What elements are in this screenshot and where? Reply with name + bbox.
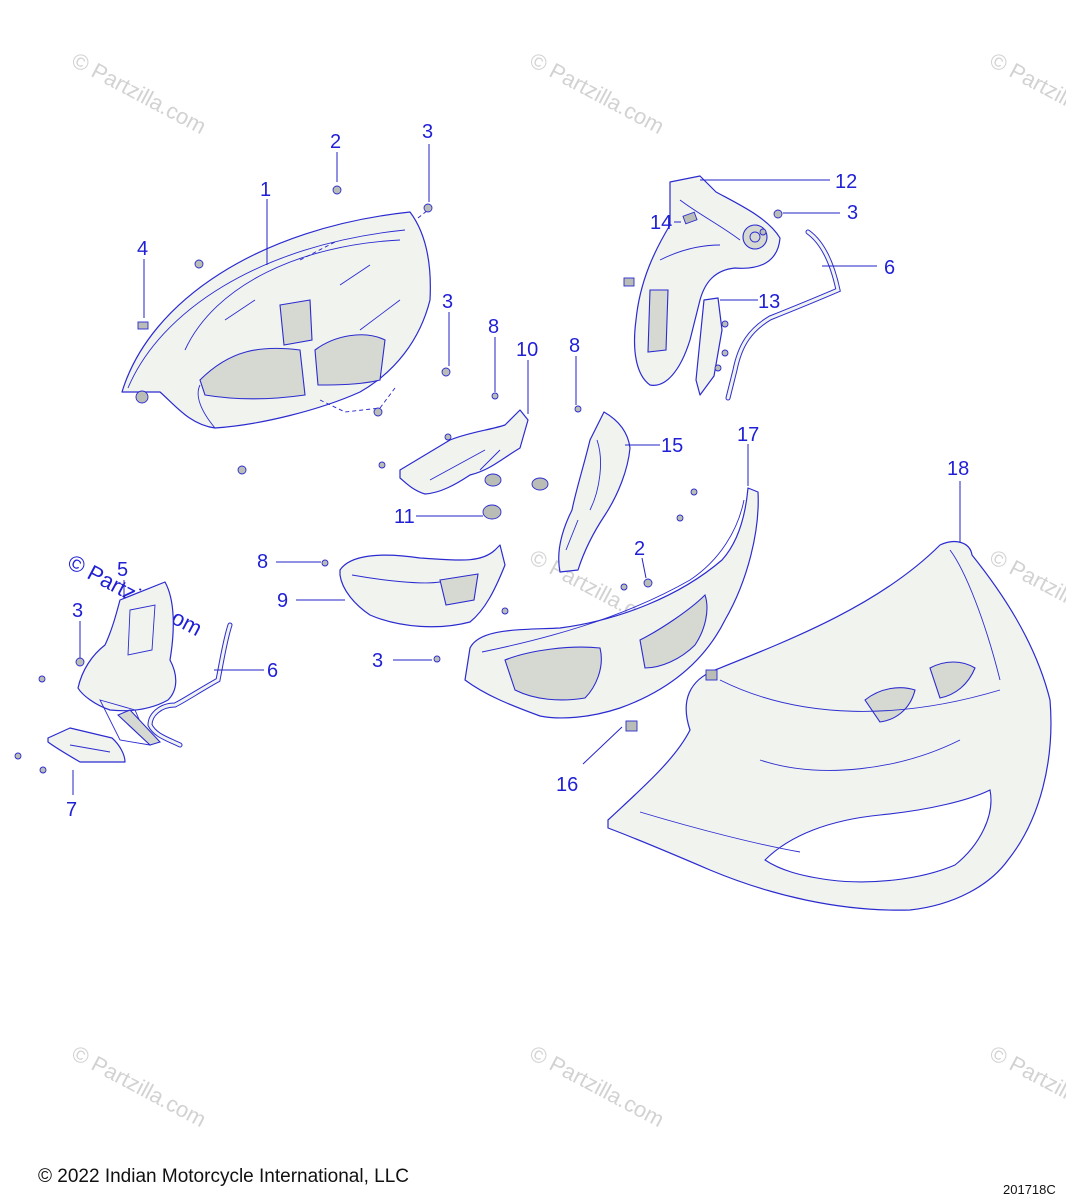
callout-17: 17 [737, 424, 759, 446]
callout-8: 8 [488, 316, 499, 338]
part-left-bracket [77, 581, 177, 746]
watermark: © Partzilla.com [68, 1040, 211, 1132]
callout-3: 3 [372, 650, 383, 672]
drawing-number: 201718C [1003, 1182, 1056, 1197]
part-bracket-10 [399, 409, 529, 495]
leader-lines [72, 144, 961, 795]
watermark: © Partzilla.com [986, 1040, 1066, 1132]
callout-5: 5 [117, 559, 128, 581]
part-tab-4 [137, 321, 149, 330]
callout-14: 14 [650, 212, 672, 234]
fasteners [14, 185, 783, 774]
callout-2: 2 [634, 538, 645, 560]
part-clip-16 [625, 669, 718, 732]
callout-3: 3 [442, 291, 453, 313]
callout-11: 11 [394, 506, 415, 528]
part-grommets [482, 473, 549, 520]
callout-3: 3 [847, 202, 858, 224]
part-outer-fairing [607, 541, 1052, 911]
callout-2: 2 [330, 131, 341, 153]
callout-15: 15 [661, 435, 683, 457]
callout-18: 18 [947, 458, 969, 480]
watermark: © Partzilla.com [526, 47, 669, 139]
part-small-bracket [695, 297, 729, 396]
callout-3: 3 [422, 121, 433, 143]
part-headlight-bezel [464, 487, 759, 719]
part-right-bracket [623, 175, 781, 386]
callout-8: 8 [257, 551, 268, 573]
callout-12: 12 [835, 171, 857, 193]
callout-7: 7 [66, 799, 77, 821]
part-inner-fairing [121, 209, 431, 429]
callout-10: 10 [516, 339, 538, 361]
callout-6: 6 [267, 660, 278, 682]
callout-labels: 1 2 3 4 3 8 10 8 15 17 11 12 3 14 6 13 1… [66, 121, 969, 821]
part-wire-upper [725, 229, 841, 401]
watermark: © Partzilla.com [68, 47, 211, 139]
callout-6: 6 [884, 257, 895, 279]
callout-4: 4 [137, 238, 148, 260]
callout-16: 16 [556, 774, 578, 796]
callout-3: 3 [72, 600, 83, 622]
copyright-notice: © 2022 Indian Motorcycle International, … [38, 1166, 409, 1187]
part-cover-panel [47, 727, 126, 763]
part-duct [339, 544, 506, 628]
watermark: © Partzilla.com [526, 1040, 669, 1132]
watermark: © Partzilla.com [986, 47, 1066, 139]
callout-13: 13 [758, 291, 780, 313]
callout-9: 9 [277, 590, 288, 612]
callout-8: 8 [569, 335, 580, 357]
part-center-bracket [558, 411, 631, 573]
part-wire-lower [147, 622, 233, 748]
callout-1: 1 [260, 179, 271, 201]
